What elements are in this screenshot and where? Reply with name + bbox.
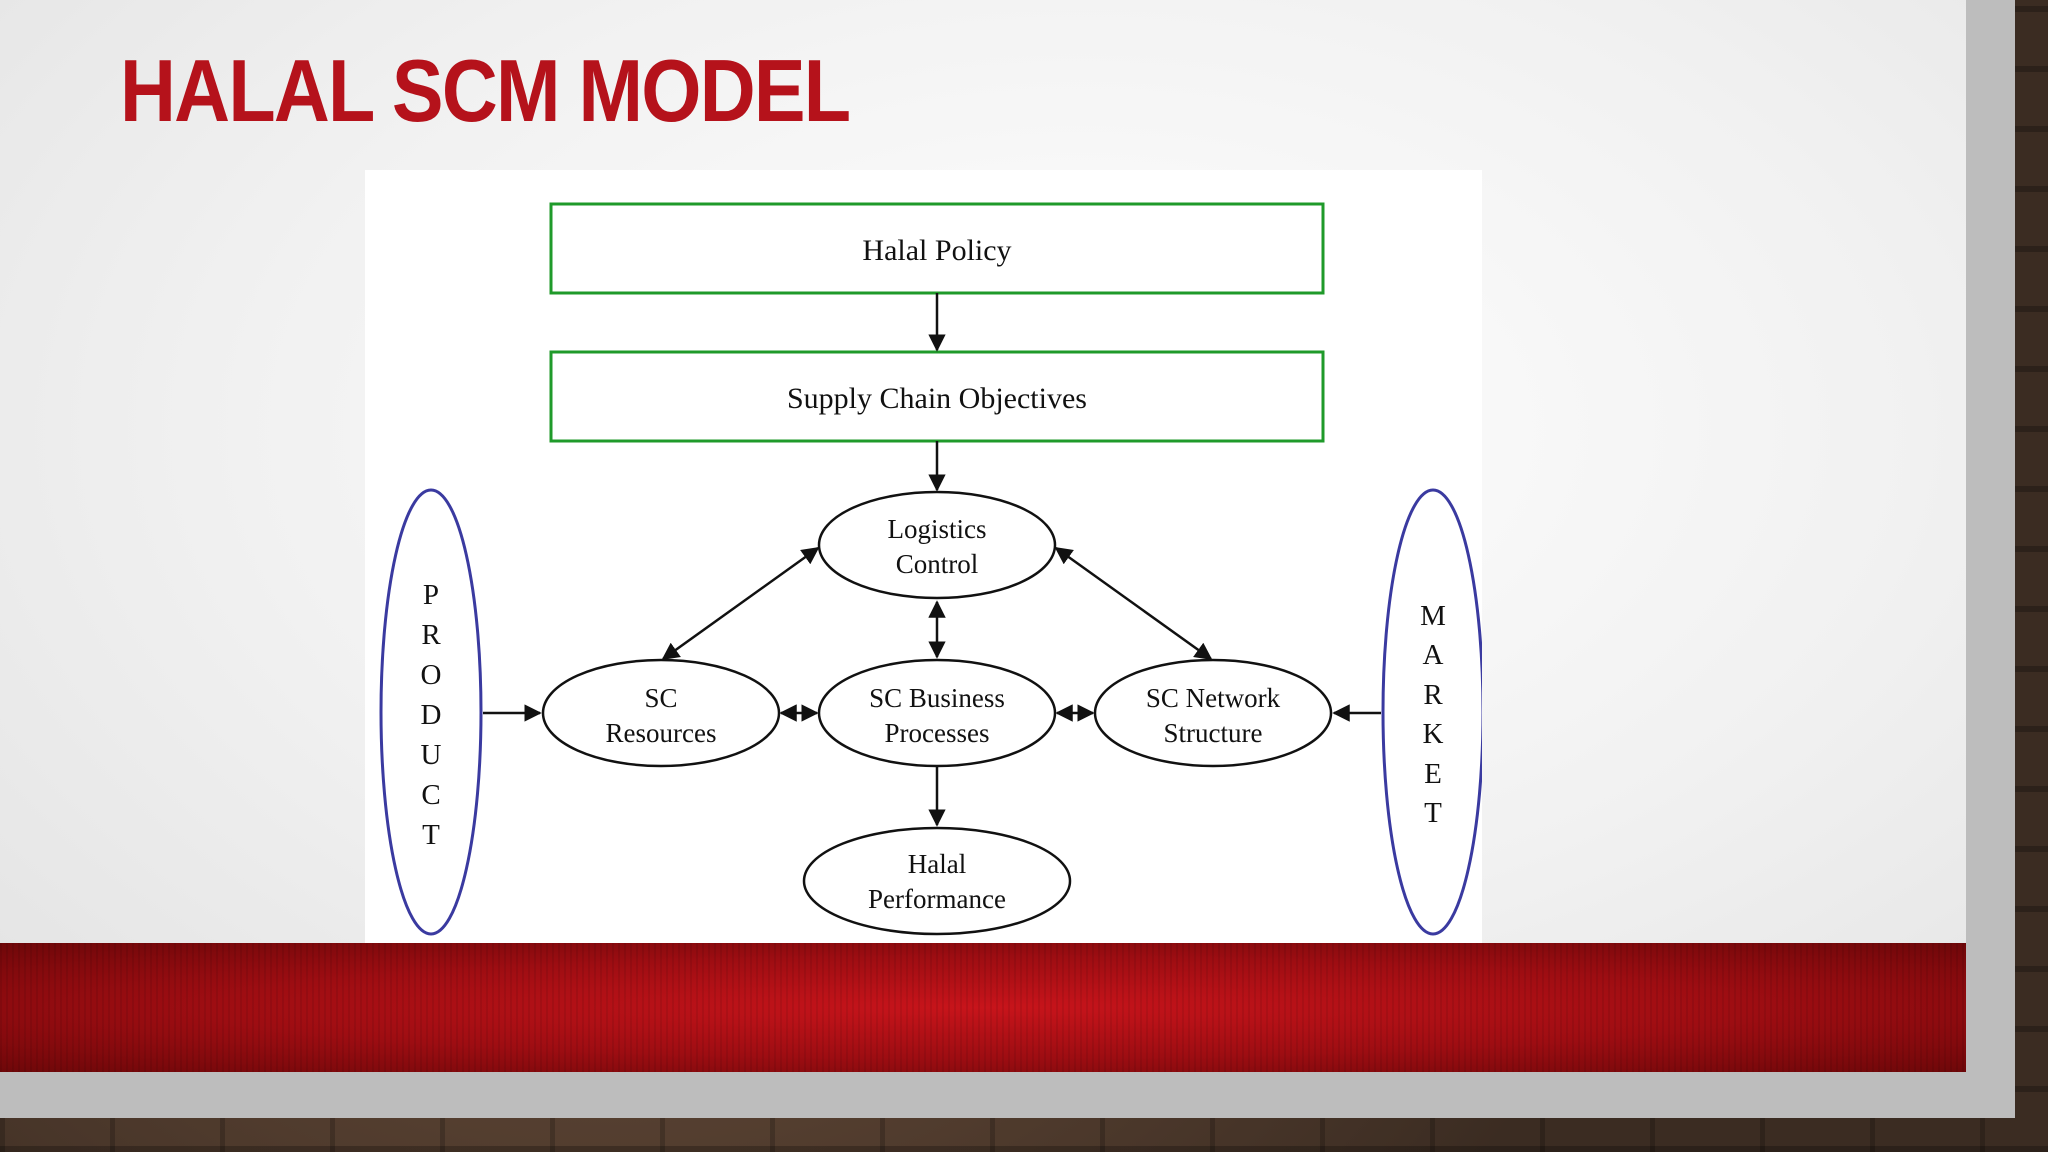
halal-policy-label: Halal Policy (862, 234, 1011, 267)
halal-scm-diagram: Halal Policy Supply Chain Objectives Log… (365, 170, 1485, 943)
logistics-control-line-1: Logistics (888, 514, 987, 544)
product-letter-7: T (422, 819, 440, 851)
market-letter-2: A (1423, 639, 1444, 671)
product-ellipse: P R O D U C T (379, 488, 483, 936)
sc-resources-ellipse: SC Resources (541, 658, 781, 768)
logistics-control-ellipse: Logistics Control (817, 490, 1057, 600)
product-letter-4: D (421, 699, 442, 731)
halal-policy-box: Halal Policy (549, 202, 1325, 295)
arrow-resources-logistics (661, 546, 820, 661)
footer-red-band (0, 943, 1966, 1072)
sc-resources-line-1: SC (644, 683, 677, 713)
halal-performance-line-1: Halal (908, 849, 966, 879)
supply-chain-objectives-box: Supply Chain Objectives (549, 350, 1325, 443)
market-letter-5: E (1424, 758, 1442, 790)
sc-business-processes-line-1: SC Business (869, 683, 1005, 713)
market-ellipse: M A R K E T (1381, 488, 1485, 936)
market-letter-1: M (1420, 600, 1446, 632)
sc-network-structure-line-1: SC Network (1146, 683, 1281, 713)
supply-chain-objectives-label: Supply Chain Objectives (787, 382, 1087, 415)
halal-performance-ellipse: Halal Performance (802, 826, 1072, 936)
sc-resources-line-2: Resources (606, 718, 717, 748)
diagram-canvas: Halal Policy Supply Chain Objectives Log… (379, 202, 1485, 936)
product-letter-6: C (421, 779, 440, 811)
sc-business-processes-ellipse: SC Business Processes (817, 658, 1057, 768)
slide: HALAL SCM MODEL Halal Policy Supply Chai… (0, 0, 1966, 1072)
logistics-control-line-2: Control (896, 549, 979, 579)
sc-business-processes-line-2: Processes (885, 718, 990, 748)
halal-performance-line-2: Performance (868, 884, 1006, 914)
product-letter-1: P (423, 579, 439, 611)
product-letter-2: R (421, 619, 441, 651)
market-letter-3: R (1423, 679, 1443, 711)
market-letter-4: K (1423, 718, 1444, 750)
sc-network-structure-line-2: Structure (1164, 718, 1263, 748)
product-letter-3: O (421, 659, 442, 691)
market-letter-6: T (1424, 797, 1442, 829)
sc-network-structure-ellipse: SC Network Structure (1093, 658, 1333, 768)
product-letter-5: U (421, 739, 442, 771)
arrow-logistics-network (1054, 546, 1213, 661)
slide-title: HALAL SCM MODEL (120, 41, 851, 140)
